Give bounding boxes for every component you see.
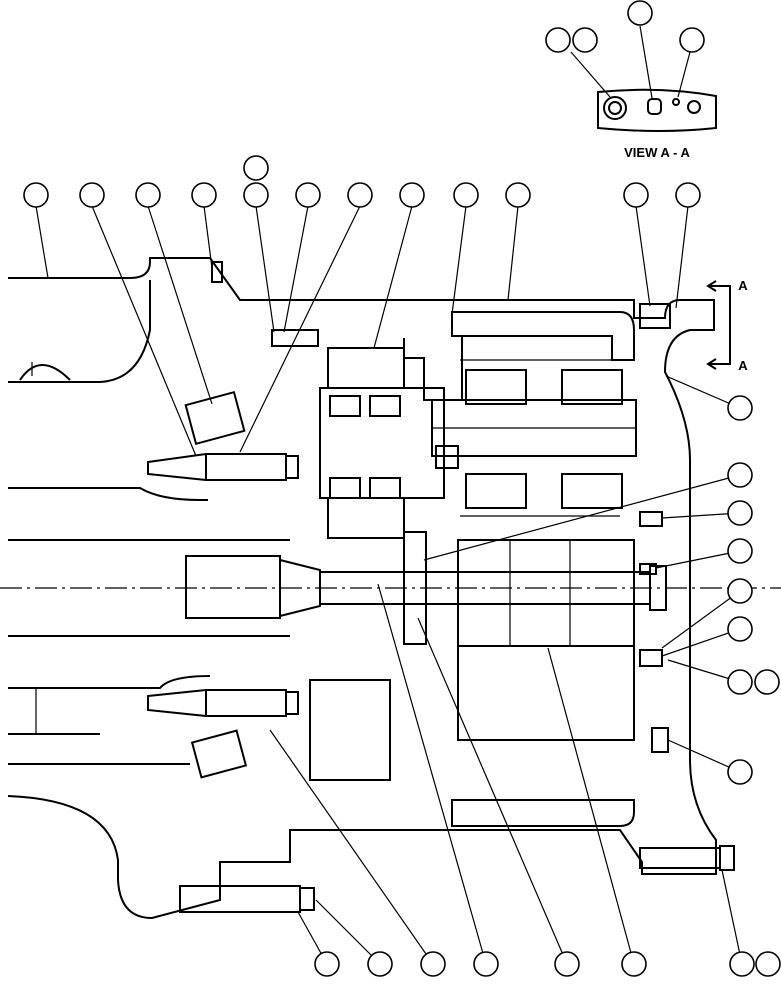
view-a-a-inset: VIEW A - A [545, 0, 717, 160]
section-arrows: A A [706, 278, 748, 373]
leader-lines [35, 205, 743, 965]
section-mark-top: A [738, 278, 748, 293]
section-mark-bottom: A [738, 358, 748, 373]
view-a-a-label: VIEW A - A [624, 145, 690, 160]
final-drive-housing [0, 257, 781, 920]
callout-bubbles [23, 155, 781, 977]
